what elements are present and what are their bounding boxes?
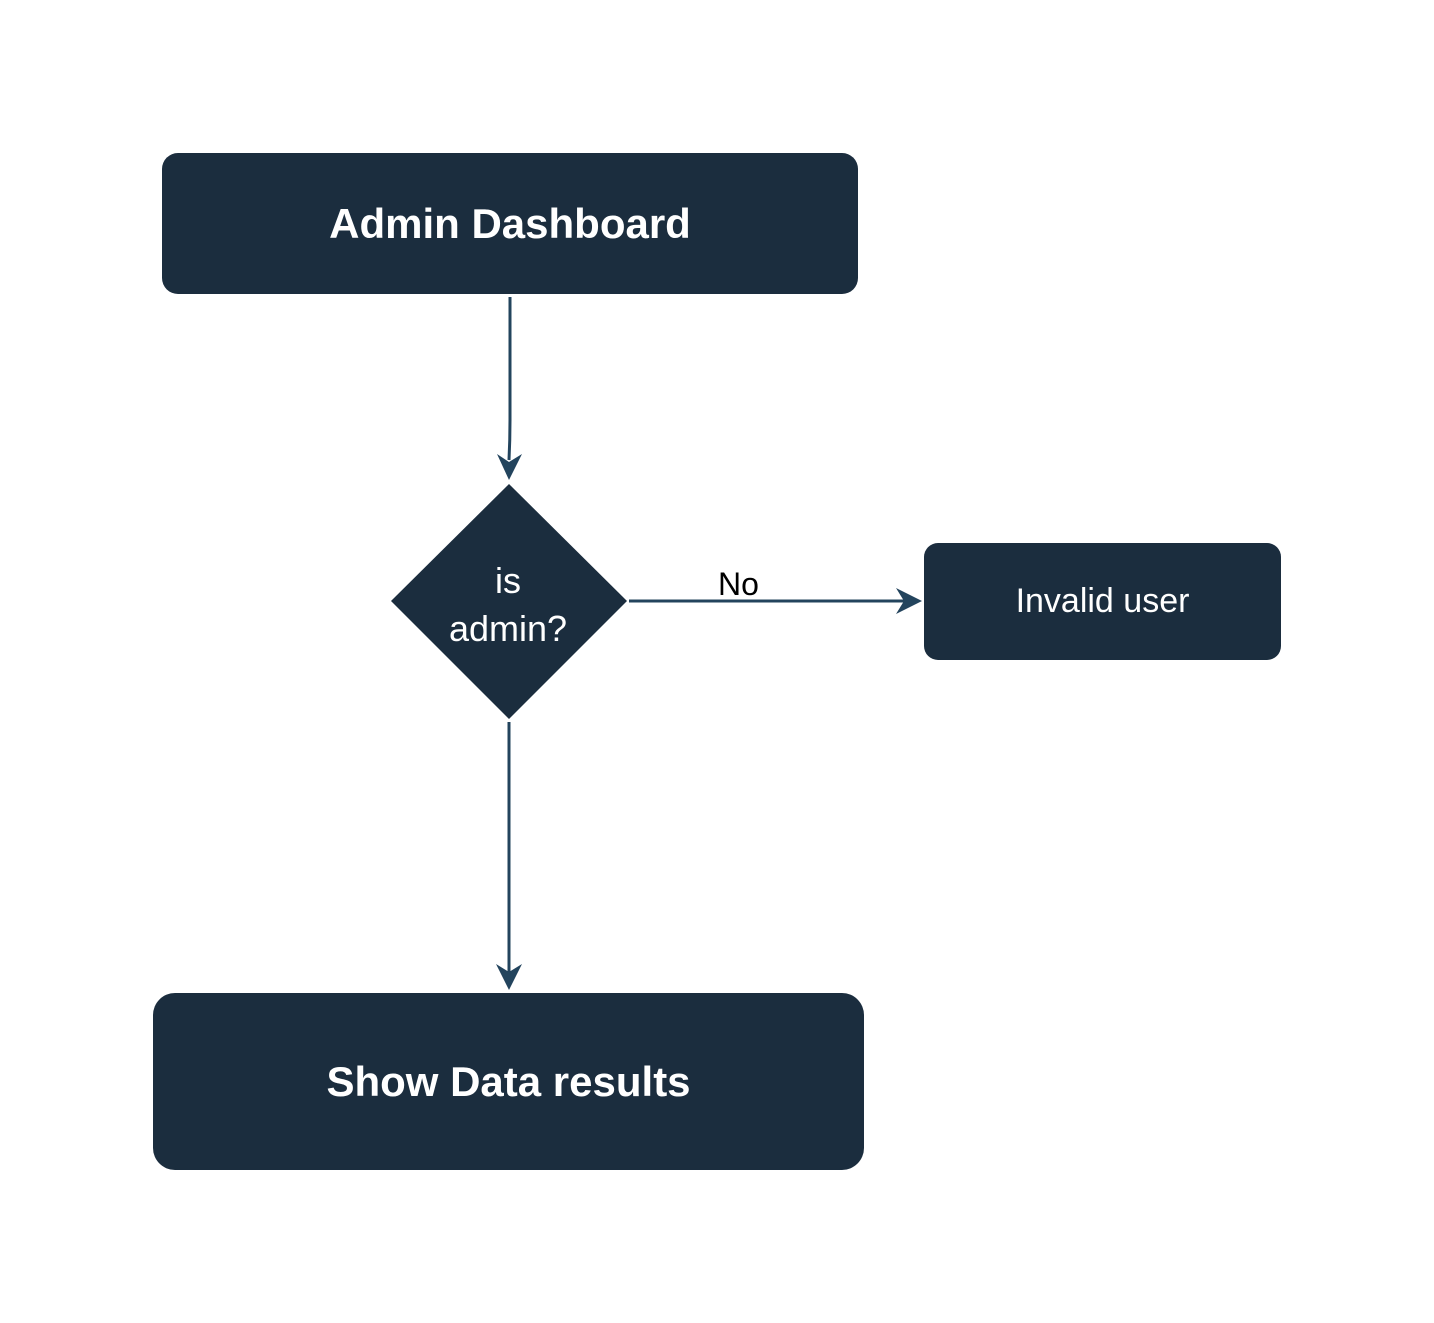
decision-label-line1: is	[494, 560, 521, 601]
admin-dashboard-node[interactable]: Admin Dashboard	[162, 153, 858, 294]
edge-dashboard-to-decision	[507, 297, 512, 461]
arrowhead-down-2	[496, 964, 522, 990]
invalid-user-label: Invalid user	[1015, 582, 1190, 620]
decision-label-line2: admin?	[448, 608, 568, 649]
show-data-results-node[interactable]: Show Data results	[153, 993, 864, 1170]
edge-label-no: No	[718, 566, 759, 602]
decision-label: is admin?	[418, 555, 598, 655]
decision-diamond[interactable]	[391, 484, 627, 719]
admin-dashboard-label: Admin Dashboard	[329, 199, 691, 247]
arrowhead-down-1	[497, 454, 522, 480]
arrowhead-right	[896, 588, 922, 614]
invalid-user-node[interactable]: Invalid user	[924, 543, 1281, 660]
show-data-results-label: Show Data results	[326, 1057, 691, 1105]
